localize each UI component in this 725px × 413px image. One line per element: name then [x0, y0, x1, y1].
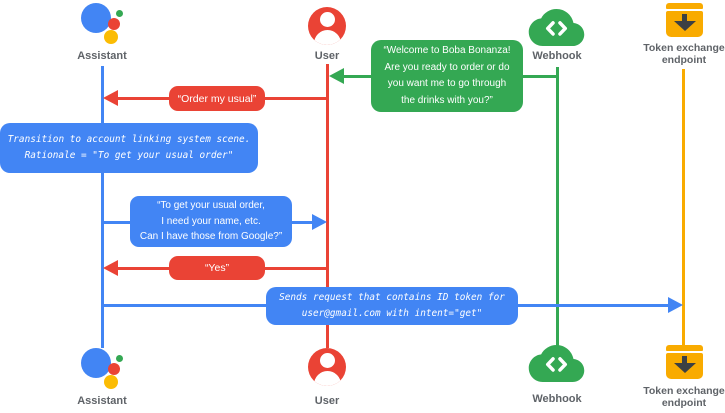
order-message-bubble: “Order my usual”	[169, 86, 265, 111]
user-label-top: User	[314, 50, 340, 62]
user-lifeline	[325, 64, 329, 348]
webhook-lifeline	[555, 67, 559, 346]
yes-message-bubble: “Yes”	[169, 256, 265, 280]
assistant-icon	[80, 2, 126, 44]
user-head-shape	[319, 12, 335, 27]
assistant-label-top: Assistant	[77, 50, 127, 62]
user-shoulders-shape	[313, 30, 341, 45]
user-icon-bottom	[308, 348, 346, 386]
token-exchange-icon-bottom	[666, 345, 703, 379]
ask-message-bubble: “To get your usual order, I need your na…	[130, 196, 292, 247]
token-download-arrowhead-icon	[673, 363, 696, 373]
token-endpoint-lifeline	[681, 69, 685, 345]
token-icon-lid	[666, 345, 703, 351]
token-icon-body	[666, 353, 703, 379]
welcome-arrowhead	[329, 68, 344, 84]
token-endpoint-label-bottom: Token exchange endpoint	[643, 385, 725, 409]
token-icon-lid	[666, 3, 703, 9]
assistant-green-dot	[116, 10, 123, 17]
webhook-cloud-icon	[528, 9, 585, 46]
assistant-lifeline	[100, 66, 104, 348]
assistant-red-dot	[108, 363, 120, 375]
assistant-icon-bottom	[80, 347, 126, 389]
user-head-shape	[319, 353, 335, 368]
send-request-bubble: Sends request that contains ID token for…	[266, 287, 518, 325]
token-download-arrow-icon	[682, 356, 687, 363]
assistant-red-dot	[108, 18, 120, 30]
user-label-bottom: User	[314, 395, 340, 407]
order-arrowhead	[103, 90, 118, 106]
webhook-label-bottom: Webhook	[532, 393, 582, 405]
user-shoulders-shape	[313, 371, 341, 386]
token-exchange-icon	[666, 3, 703, 37]
assistant-blue-dot	[81, 348, 111, 378]
yes-arrowhead	[103, 260, 118, 276]
user-icon	[308, 7, 346, 45]
assistant-label-bottom: Assistant	[77, 395, 127, 407]
token-download-arrowhead-icon	[673, 21, 696, 31]
welcome-message-bubble: “Welcome to Boba Bonanza! Are you ready …	[371, 40, 523, 112]
assistant-yellow-dot	[104, 30, 118, 44]
token-icon-body	[666, 11, 703, 37]
ask-arrowhead	[312, 214, 327, 230]
assistant-blue-dot	[81, 3, 111, 33]
webhook-cloud-icon-bottom	[528, 345, 585, 382]
assistant-yellow-dot	[104, 375, 118, 389]
token-download-arrow-icon	[682, 14, 687, 21]
webhook-label-top: Webhook	[532, 50, 582, 62]
token-endpoint-label-top: Token exchange endpoint	[643, 42, 725, 66]
send-request-arrowhead	[668, 297, 683, 313]
assistant-green-dot	[116, 355, 123, 362]
transition-note-bubble: Transition to account linking system sce…	[0, 123, 258, 173]
